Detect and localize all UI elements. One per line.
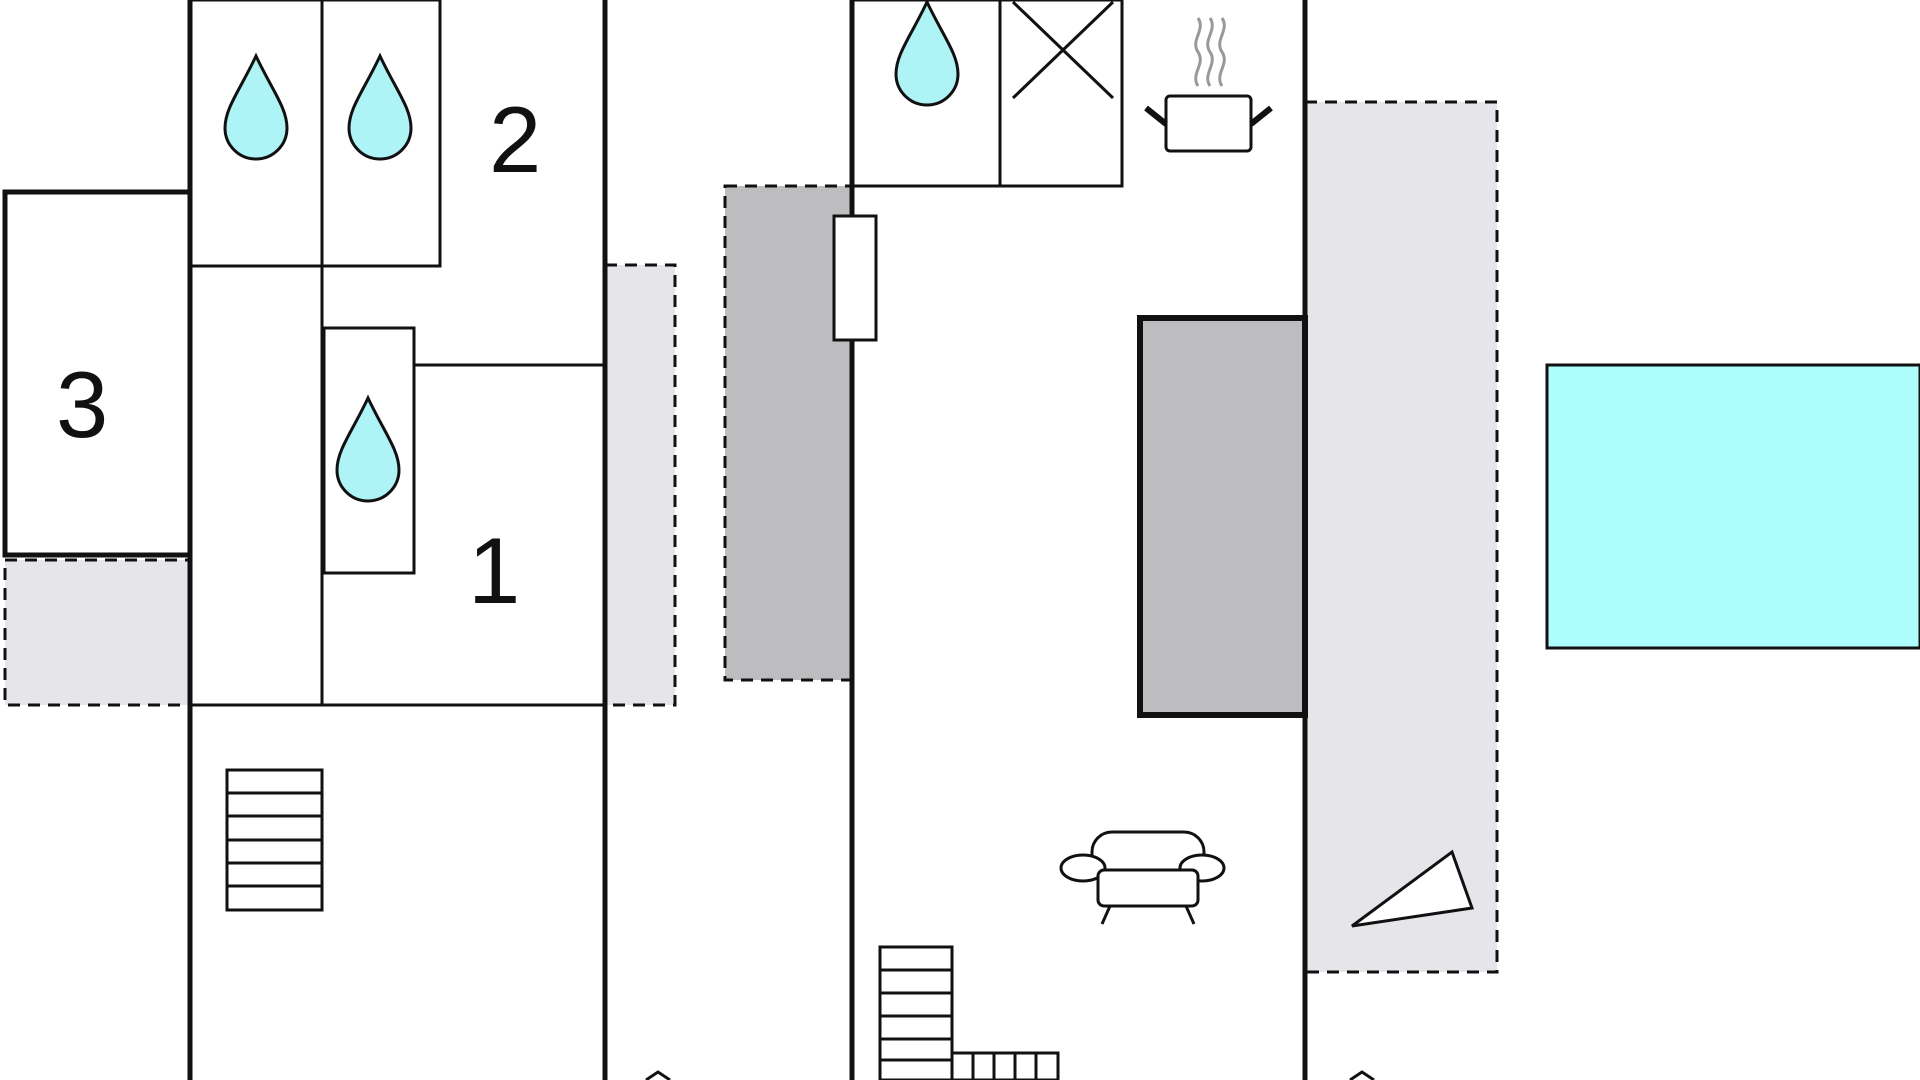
water-drop-icon [223,52,289,161]
water-drop-icon [894,0,960,107]
water-drop-icon [347,52,413,161]
bathroom-box-2 [320,0,442,268]
room-number-2: 2 [489,87,541,192]
stove-x-icon-2 [1011,0,1115,100]
stairs-icon [225,768,324,912]
room-3-walls [2,189,190,558]
kitchen-stove-box [998,0,1124,188]
water-drop-icon [335,394,401,503]
terrace-left-side [603,263,677,707]
shower-box [322,326,416,575]
armchair-icon [1059,830,1226,925]
terrace-right [1303,100,1499,974]
fireplace-block [1137,315,1308,718]
room-number-1: 1 [468,518,520,623]
stairs-icon [878,945,1060,1080]
entry-arrow-icon [645,1070,671,1080]
pool [1545,363,1920,650]
room-number-3: 3 [56,352,108,457]
entry-arrow-icon [1349,1070,1375,1080]
fireplace-icon [1351,849,1475,928]
terrace-left-bottom [3,558,192,707]
cooking-pot-icon [1144,17,1273,153]
terrace-covered [723,184,854,682]
window-opening [832,214,878,342]
